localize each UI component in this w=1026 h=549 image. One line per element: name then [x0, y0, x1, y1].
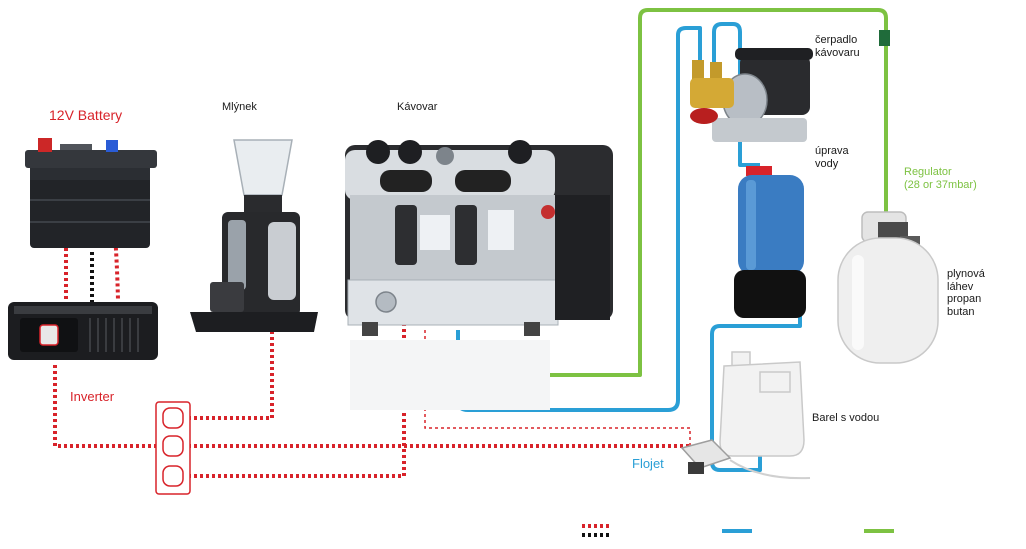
grinder-label: Mlýnek [222, 101, 257, 113]
inverter-label: Inverter [70, 389, 115, 404]
pump-label: čerpadlo kávovaru [815, 34, 860, 59]
treatment-label: úprava vody [815, 145, 849, 170]
pump-icon [690, 48, 813, 142]
brass-fitting-icon [690, 60, 734, 124]
water-canister-icon [719, 351, 805, 457]
battery-label: 12V Battery [49, 107, 123, 123]
espresso-machine-icon [345, 140, 613, 410]
legend [582, 524, 894, 537]
gas-line [498, 8, 888, 377]
grinder-icon [190, 139, 318, 332]
power-strip-icon [155, 401, 191, 495]
gas-cylinder-icon [837, 211, 939, 364]
machine-label: Kávovar [397, 101, 438, 113]
canister-label: Barel s vodou [812, 412, 880, 424]
flojet-drain-hose [729, 459, 811, 480]
gas-valve-icon [879, 30, 890, 46]
regulator-label: Regulator (28 or 37mbar) [904, 166, 977, 191]
battery-icon [25, 138, 157, 248]
water-filter-icon [734, 166, 806, 318]
cylinder-label: plynová láhev propan butan [947, 268, 985, 318]
flojet-pump-icon [680, 439, 732, 474]
inverter-icon [8, 302, 158, 360]
flojet-label: Flojet [632, 456, 664, 471]
